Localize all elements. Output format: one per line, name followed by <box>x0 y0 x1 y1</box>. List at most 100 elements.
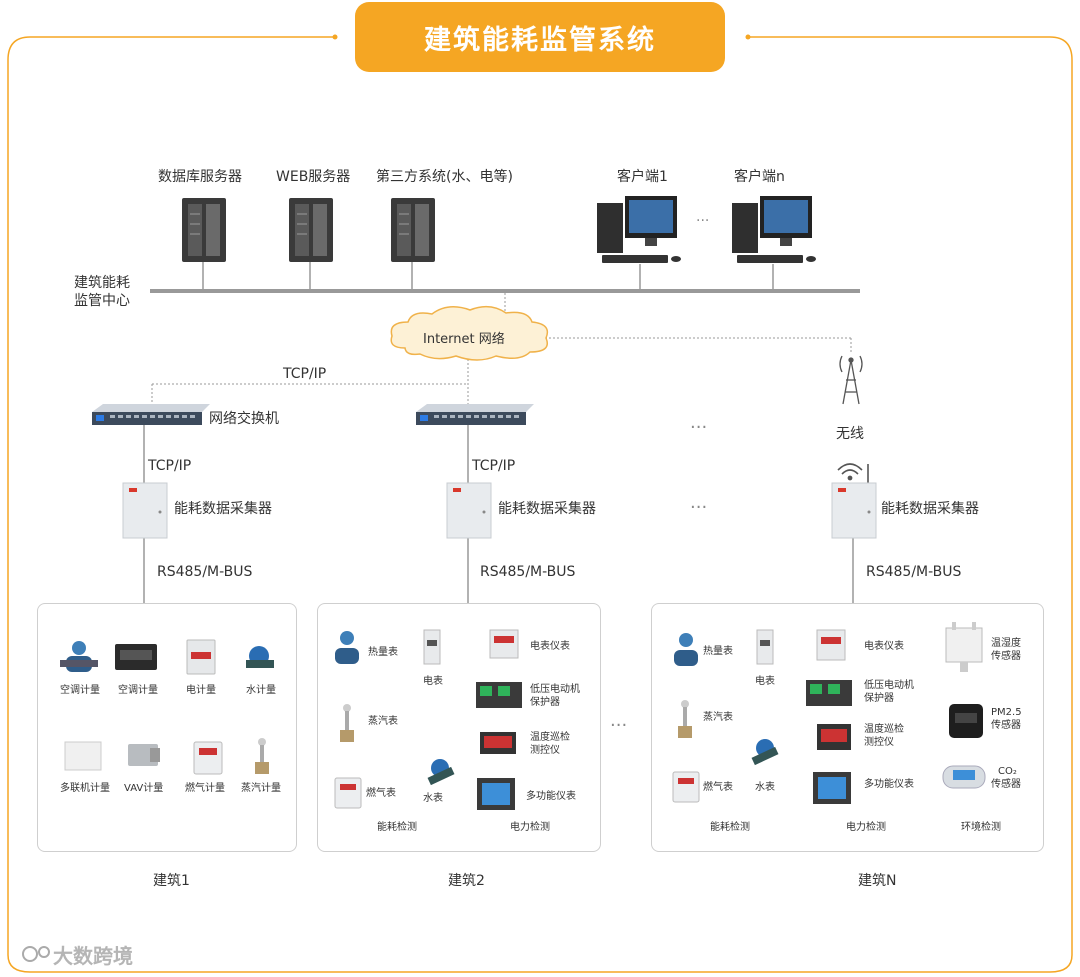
server-label: 第三方系统(水、电等) <box>376 169 513 185</box>
server-icon <box>289 198 333 262</box>
water-meter-icon <box>751 739 779 766</box>
temperature-monitor-icon <box>480 732 516 754</box>
server-label: 数据库服务器 <box>158 169 242 185</box>
device-label: 温度巡检 <box>864 724 904 735</box>
humidity-sensor-icon <box>945 622 983 672</box>
device-label: VAV计量 <box>124 783 164 794</box>
device-label: 低压电动机 <box>864 680 914 691</box>
gas-meter-icon <box>672 771 700 803</box>
electric-meter-icon <box>756 629 774 665</box>
bus-label: RS485/M-BUS <box>157 564 253 580</box>
server-label: WEB服务器 <box>276 169 351 185</box>
device-label: 蒸汽表 <box>703 712 733 723</box>
device-label: 温度巡检 <box>530 732 570 743</box>
device-label: 燃气表 <box>703 782 733 793</box>
building-ellipsis: ··· <box>610 715 628 736</box>
client-label: 客户端n <box>734 169 785 185</box>
wireless-label: 无线 <box>836 426 864 442</box>
device-label: 传感器 <box>991 779 1021 790</box>
network-switch-icon <box>92 404 210 425</box>
vav-meter-icon <box>128 744 160 766</box>
switch-label: 网络交换机 <box>209 411 279 427</box>
data-collector-icon <box>831 482 877 539</box>
device-label: 传感器 <box>991 651 1021 662</box>
device-label: CO₂ <box>998 766 1017 777</box>
device-label: 温湿度 <box>991 638 1021 649</box>
bus-label: RS485/M-BUS <box>866 564 962 580</box>
temperature-monitor-icon <box>817 724 851 750</box>
device-label: 保护器 <box>530 697 560 708</box>
device-label: 蒸汽表 <box>368 716 398 727</box>
controller-icon <box>115 644 157 670</box>
device-label: 测控仪 <box>864 737 894 748</box>
desktop-computer-icon <box>732 196 816 263</box>
section-label: 能耗检测 <box>710 822 750 833</box>
section-label: 环境检测 <box>961 822 1001 833</box>
internet-cloud <box>390 305 549 361</box>
device-label: 蒸汽计量 <box>241 783 281 794</box>
data-collector-icon <box>122 482 168 539</box>
switch-ellipsis: ··· <box>690 417 708 438</box>
collector-label: 能耗数据采集器 <box>881 501 979 517</box>
tcpip-label: TCP/IP <box>148 458 192 474</box>
building-name: 建筑1 <box>153 873 190 889</box>
device-label: PM2.5 <box>991 707 1022 718</box>
device-label: 多功能仪表 <box>864 779 914 790</box>
bus-label: RS485/M-BUS <box>480 564 576 580</box>
center-label-line1: 建筑能耗 <box>74 275 130 291</box>
device-label: 燃气表 <box>366 788 396 799</box>
water-meter-icon <box>427 759 455 786</box>
antenna-tower-icon <box>839 355 863 405</box>
steam-meter-icon <box>678 700 692 738</box>
device-label: 电表仪表 <box>864 641 904 652</box>
client-label: 客户端1 <box>617 169 668 185</box>
pm25-sensor-icon <box>949 704 983 738</box>
server-icon <box>182 198 226 262</box>
building-name: 建筑N <box>858 873 897 889</box>
water-meter-icon <box>246 646 274 668</box>
page-title: 建筑能耗监管系统 <box>355 2 725 72</box>
collector-label: 能耗数据采集器 <box>174 501 272 517</box>
multifunction-meter-icon <box>813 772 851 804</box>
tcpip-label: TCP/IP <box>283 366 327 382</box>
building-name: 建筑2 <box>448 873 485 889</box>
electric-meter-icon <box>186 639 216 675</box>
outer-frame <box>7 36 1073 973</box>
motor-protector-icon <box>476 682 522 708</box>
device-label: 燃气计量 <box>185 783 225 794</box>
device-label: 热量表 <box>703 646 733 657</box>
watermark: 大数跨境 <box>53 944 133 968</box>
device-label: 多功能仪表 <box>526 791 576 802</box>
steam-meter-icon <box>340 704 354 742</box>
center-label-line2: 监管中心 <box>74 293 130 309</box>
internet-label: Internet 网络 <box>423 332 505 347</box>
device-label: 水表 <box>755 782 775 793</box>
gas-meter-icon <box>193 741 223 775</box>
device-label: 测控仪 <box>530 745 560 756</box>
client-ellipsis: ··· <box>696 213 710 229</box>
power-meter-icon <box>489 629 519 659</box>
tcpip-label: TCP/IP <box>472 458 516 474</box>
device-label: 低压电动机 <box>530 684 580 695</box>
heat-meter-icon <box>674 633 698 666</box>
device-label: 传感器 <box>991 720 1021 731</box>
section-label: 电力检测 <box>510 822 550 833</box>
device-label: 电表 <box>755 676 775 687</box>
device-label: 电表 <box>423 676 443 687</box>
vrf-meter-icon <box>64 741 102 771</box>
multifunction-meter-icon <box>477 778 515 810</box>
heat-meter-icon <box>335 631 359 664</box>
device-label: 保护器 <box>864 693 894 704</box>
flow-meter-icon <box>60 641 98 672</box>
device-label: 水表 <box>423 793 443 804</box>
motor-protector-icon <box>806 680 852 706</box>
device-label: 热量表 <box>368 647 398 658</box>
device-label: 多联机计量 <box>60 783 110 794</box>
server-icon <box>391 198 435 262</box>
device-label: 空调计量 <box>118 685 158 696</box>
gas-meter-icon <box>334 777 362 809</box>
section-label: 能耗检测 <box>377 822 417 833</box>
network-switch-icon <box>416 404 534 425</box>
